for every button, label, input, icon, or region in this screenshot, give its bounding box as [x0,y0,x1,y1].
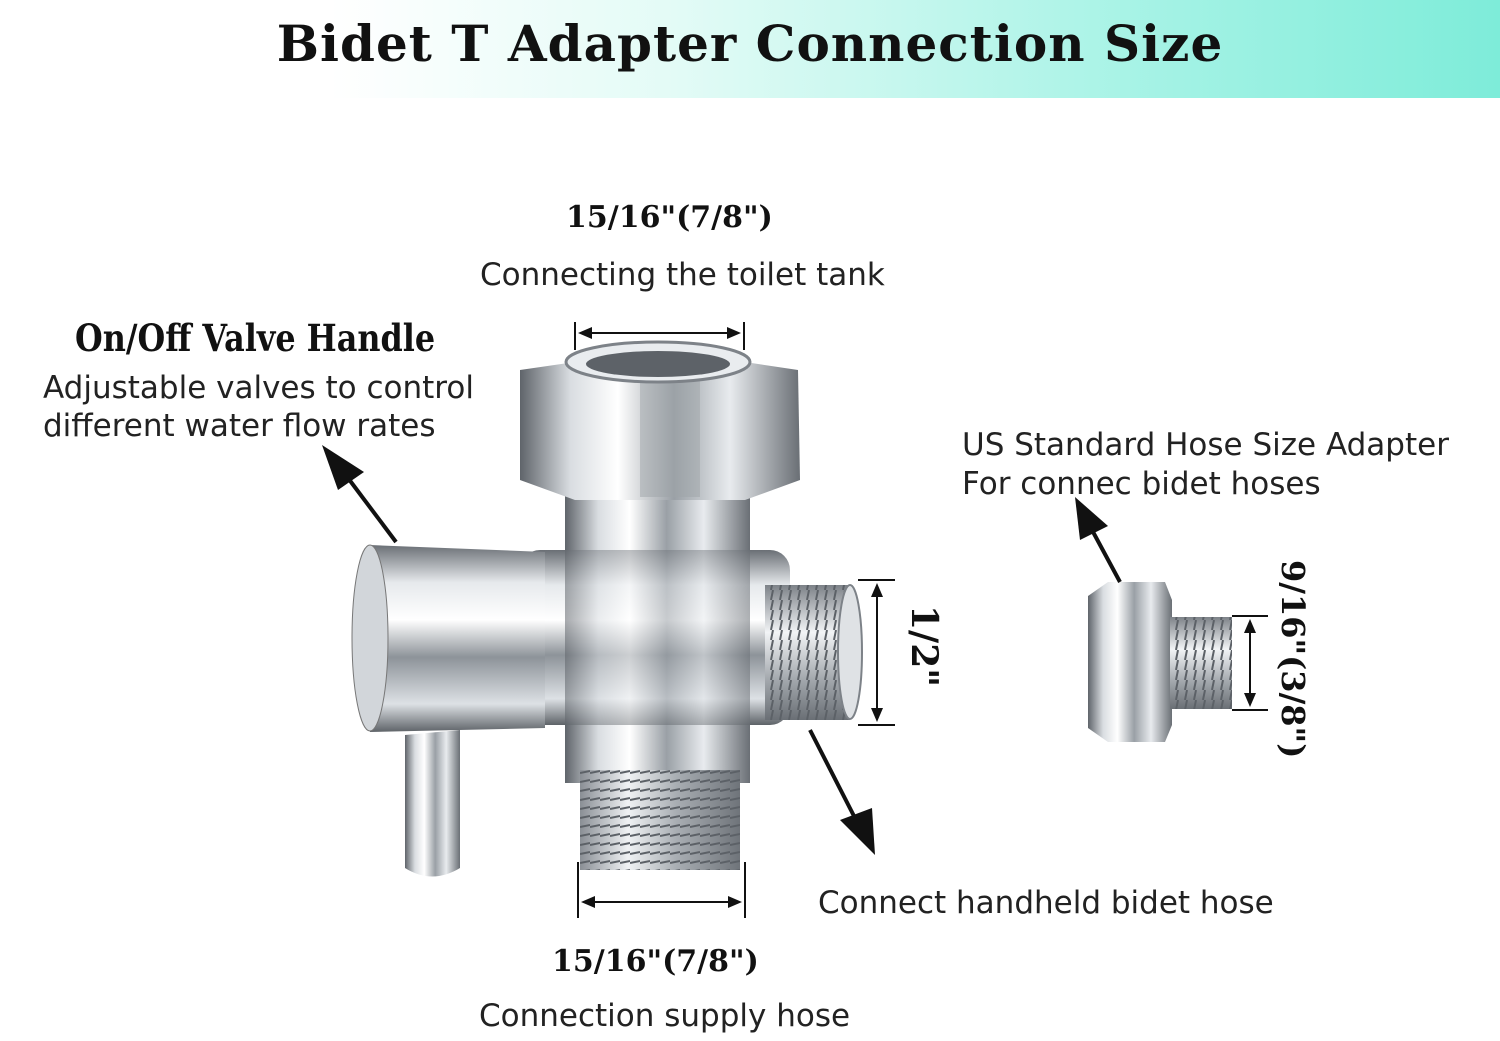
hose-adapter-description-line1: US Standard Hose Size Adapter [962,427,1449,463]
bottom-port-size: 15/16"(7/8") [552,944,759,979]
hose-adapter-pointer-arrow [1090,529,1122,583]
hose-adapter-size: 9/16"(3/8") [1274,560,1312,759]
dimension-lines [574,322,1268,918]
side-port-size: 1/2" [903,605,945,688]
valve-handle-title: On/Off Valve Handle [75,316,436,360]
hose-adapter [1088,582,1232,742]
page-title: Bidet T Adapter Connection Size [276,14,1224,73]
hose-adapter-description-line2: For connec bidet hoses [962,466,1321,502]
title-banner [0,0,1500,98]
valve-description-line1: Adjustable valves to control [43,370,474,406]
side-port-description: Connect handheld bidet hose [818,885,1274,921]
valve-pointer-arrow [346,476,398,544]
bottom-port-description: Connection supply hose [479,998,851,1034]
hose-adapter-hex-nut [1088,582,1172,742]
pointer-arrows [322,445,1122,855]
valve-description-line2: different water flow rates [43,408,436,444]
side-port-pointer-arrow [808,729,858,821]
valve-cylinder [360,545,545,732]
top-port-size: 15/16"(7/8") [566,200,773,235]
top-port-description: Connecting the toilet tank [480,257,885,293]
t-adapter [351,340,863,877]
valve-lever [405,730,460,877]
